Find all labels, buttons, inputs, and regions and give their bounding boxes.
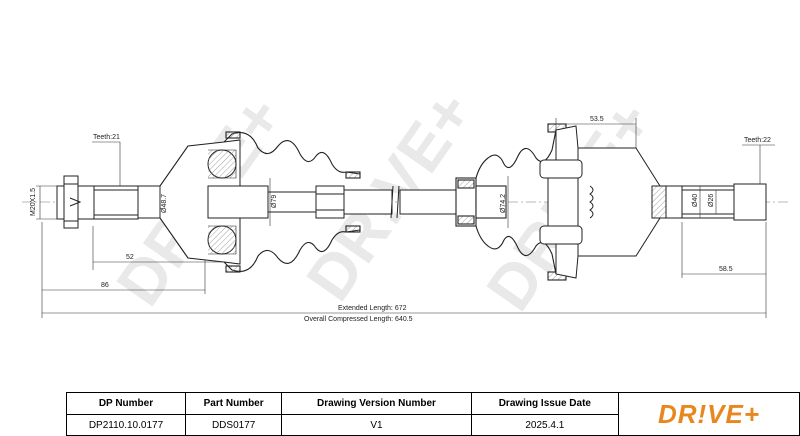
thread-label: M20X1.5	[30, 188, 37, 216]
shaft-break	[390, 185, 400, 219]
dia-26-label: Ø26	[708, 194, 715, 207]
dia-48-7-label: Ø48.7	[161, 194, 168, 213]
right-boot	[455, 123, 567, 281]
value-part-number: DDS0177	[184, 414, 283, 436]
value-dp-number: DP2110.10.0177	[66, 414, 186, 436]
driveshaft-drawing: DR!VE+ DR!VE+ DR!VE+	[22, 78, 790, 323]
header-drawing-version: Drawing Version Number	[281, 392, 472, 415]
compressed-length-label: Overall Compressed Length: 640.5	[304, 316, 413, 323]
header-issue-date: Drawing Issue Date	[470, 392, 620, 415]
dimension-labels: Teeth:21 Teeth:22 M20X1.5 Ø48.7 Ø79 Ø74.…	[30, 116, 771, 323]
value-issue-date: 2025.4.1	[470, 414, 620, 436]
dia-40-label: Ø40	[692, 194, 699, 207]
right-stub	[681, 183, 767, 221]
left-boot	[223, 131, 361, 273]
left-cv-joint	[137, 139, 269, 265]
teeth-left-label: Teeth:21	[93, 134, 120, 141]
dim-52-label: 52	[126, 254, 134, 261]
title-block-table: DP Number Part Number Drawing Version Nu…	[66, 392, 800, 436]
teeth-right-label: Teeth:22	[744, 137, 771, 144]
extended-length-label: Extended Length: 672	[338, 305, 407, 312]
dim-86-label: 86	[101, 282, 109, 289]
dia-79-label: Ø79	[271, 195, 278, 208]
header-part-number: Part Number	[184, 392, 283, 415]
logo-cell: DR!VE+	[618, 392, 800, 436]
dia-74-2-label: Ø74.2	[500, 194, 507, 213]
left-stub	[56, 175, 139, 229]
shaft	[267, 185, 457, 219]
value-drawing-version: V1	[281, 414, 472, 436]
header-dp-number: DP Number	[66, 392, 186, 415]
dimension-lines	[36, 118, 775, 318]
right-tripod-joint	[539, 125, 683, 279]
dim-58-5-label: 58.5	[719, 266, 733, 273]
dim-53-5-label: 53.5	[590, 116, 604, 123]
drive-logo: DR!VE+	[657, 398, 761, 429]
